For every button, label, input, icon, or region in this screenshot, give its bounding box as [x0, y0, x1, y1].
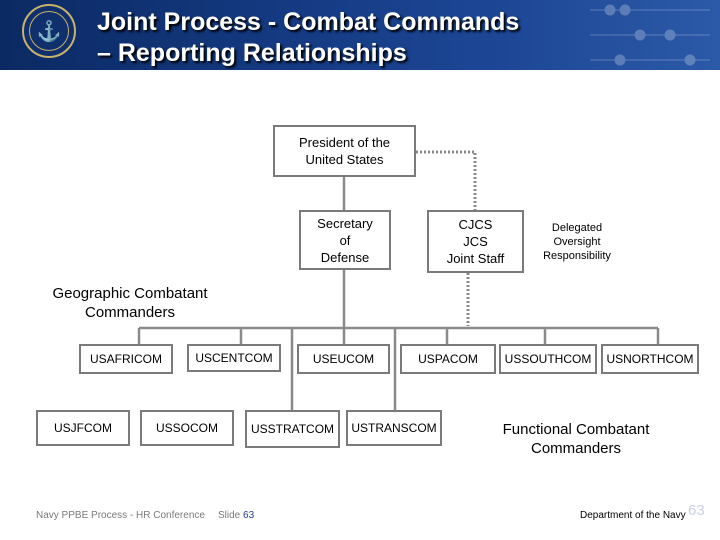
president-box: President of the United States [273, 125, 416, 177]
slide-title: Joint Process - Combat Commands – Report… [97, 7, 519, 69]
uspacom-box: USPACOM [400, 344, 496, 374]
usnorthcom-box: USNORTHCOM [601, 344, 699, 374]
abacus-decoration-icon [590, 4, 710, 66]
footer-slide: Slide 63 [218, 510, 254, 521]
footer-slide-number: 63 [243, 510, 255, 521]
usafricom-box: USAFRICOM [79, 344, 173, 374]
title-banner: ⚓ Joint Process - Combat Commands – Repo… [0, 0, 720, 70]
title-line-2: – Reporting Relationships [97, 39, 407, 67]
ussouthcom-box: USSOUTHCOM [499, 344, 597, 374]
usjfcom-box: USJFCOM [36, 410, 130, 446]
navy-seal-icon: ⚓ [22, 4, 76, 58]
ustranscom-box: USTRANSCOM [346, 410, 442, 446]
delegated-oversight-label: Delegated Oversight Responsibility [543, 222, 611, 262]
footer-right-text: Department of the Navy [580, 510, 686, 521]
secdef-box: Secretary of Defense [299, 210, 391, 270]
footer-left-text: Navy PPBE Process - HR Conference [36, 510, 205, 521]
uscentcom-box: USCENTCOM [187, 344, 281, 372]
title-line-1: Joint Process - Combat Commands [97, 8, 520, 36]
footer-slide-label: Slide [218, 510, 241, 521]
cjcs-box: CJCS JCS Joint Staff [427, 210, 524, 273]
ussocom-box: USSOCOM [140, 410, 234, 446]
footer-page-number: 63 [688, 502, 705, 519]
usstratcom-box: USSTRATCOM [245, 410, 340, 448]
anchor-icon: ⚓ [29, 11, 69, 51]
useucom-box: USEUCOM [297, 344, 390, 374]
dotted-connector-president-cjcs [416, 150, 477, 210]
functional-combatant-label: Functional Combatant Commanders [502, 421, 650, 457]
geographic-combatant-label: Geographic Combatant Commanders [52, 285, 208, 321]
